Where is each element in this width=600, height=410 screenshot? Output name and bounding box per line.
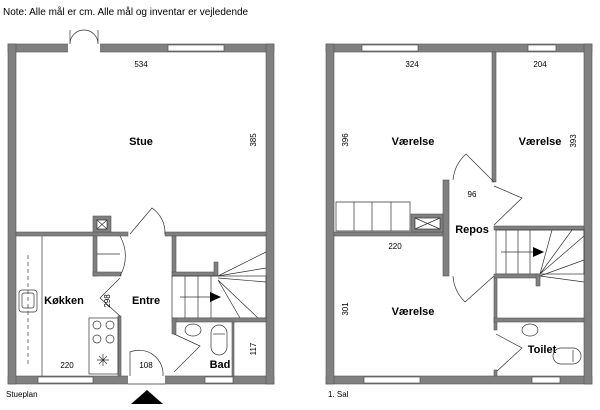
dim-stue-depth: 385 (249, 133, 258, 147)
sink-icon (18, 289, 38, 313)
room-vaerelse-2: Værelse (519, 136, 562, 148)
wall (265, 43, 275, 385)
dim-bad-depth: 117 (249, 342, 258, 355)
door-opening (68, 43, 100, 53)
wardrobe (335, 201, 411, 232)
front-door-opening (128, 375, 165, 385)
room-kokken: Køkken (44, 295, 84, 307)
vent-shaft-icon (414, 217, 441, 230)
room-stue: Stue (129, 136, 153, 148)
dim-v3-depth: 301 (341, 302, 350, 316)
front-door (129, 349, 164, 377)
terrace-door (69, 29, 99, 45)
stove-icon (88, 317, 119, 375)
window (37, 376, 94, 384)
dim-kokken-width: 220 (60, 361, 74, 370)
dim-v3-width: 220 (388, 242, 402, 251)
stair-arrow-icon (210, 292, 221, 302)
dim-stue-width: 534 (134, 60, 148, 69)
stair-arrow-icon (533, 247, 544, 257)
dim-entre-width: 108 (139, 361, 153, 370)
ground-floor-plan: 534 Stue 385 Køkken 298 220 Entre 108 Ba… (6, 29, 275, 404)
window (363, 376, 421, 384)
wall (7, 43, 17, 385)
dim-v2-depth: 393 (569, 134, 578, 148)
dim-v2-width: 204 (533, 60, 547, 69)
room-vaerelse-1: Værelse (392, 136, 435, 148)
room-bad: Bad (210, 359, 231, 371)
entrance-arrow-icon (131, 390, 163, 404)
room-vaerelse-3: Værelse (392, 306, 435, 318)
staircase (501, 229, 585, 283)
window (527, 44, 557, 52)
room-toilet: Toilet (528, 344, 557, 356)
dim-v1-width: 324 (405, 60, 419, 69)
window (167, 44, 225, 52)
window (361, 44, 419, 52)
toilet-icon (210, 324, 228, 356)
washbasin-icon (184, 323, 202, 337)
note-text: Note: Alle mål er cm. Alle mål og invent… (3, 6, 249, 18)
dim-kokken-door: 298 (103, 294, 112, 308)
washbasin-icon (521, 323, 539, 337)
room-repos: Repos (455, 224, 489, 236)
room-entre: Entre (132, 295, 160, 307)
wall (7, 43, 275, 53)
dim-v1-depth: 396 (341, 133, 350, 147)
dim-repos-width: 96 (468, 190, 477, 199)
staircase (180, 251, 267, 319)
vent-shaft-icon (96, 219, 108, 230)
caption-stueplan: Stueplan (6, 390, 38, 399)
first-floor-plan: 324 Værelse 396 204 Værelse 393 96 Repos… (325, 43, 593, 399)
caption-1-sal: 1. Sal (328, 390, 349, 399)
toilet-icon (552, 347, 582, 365)
window (531, 376, 561, 384)
window (204, 376, 234, 384)
